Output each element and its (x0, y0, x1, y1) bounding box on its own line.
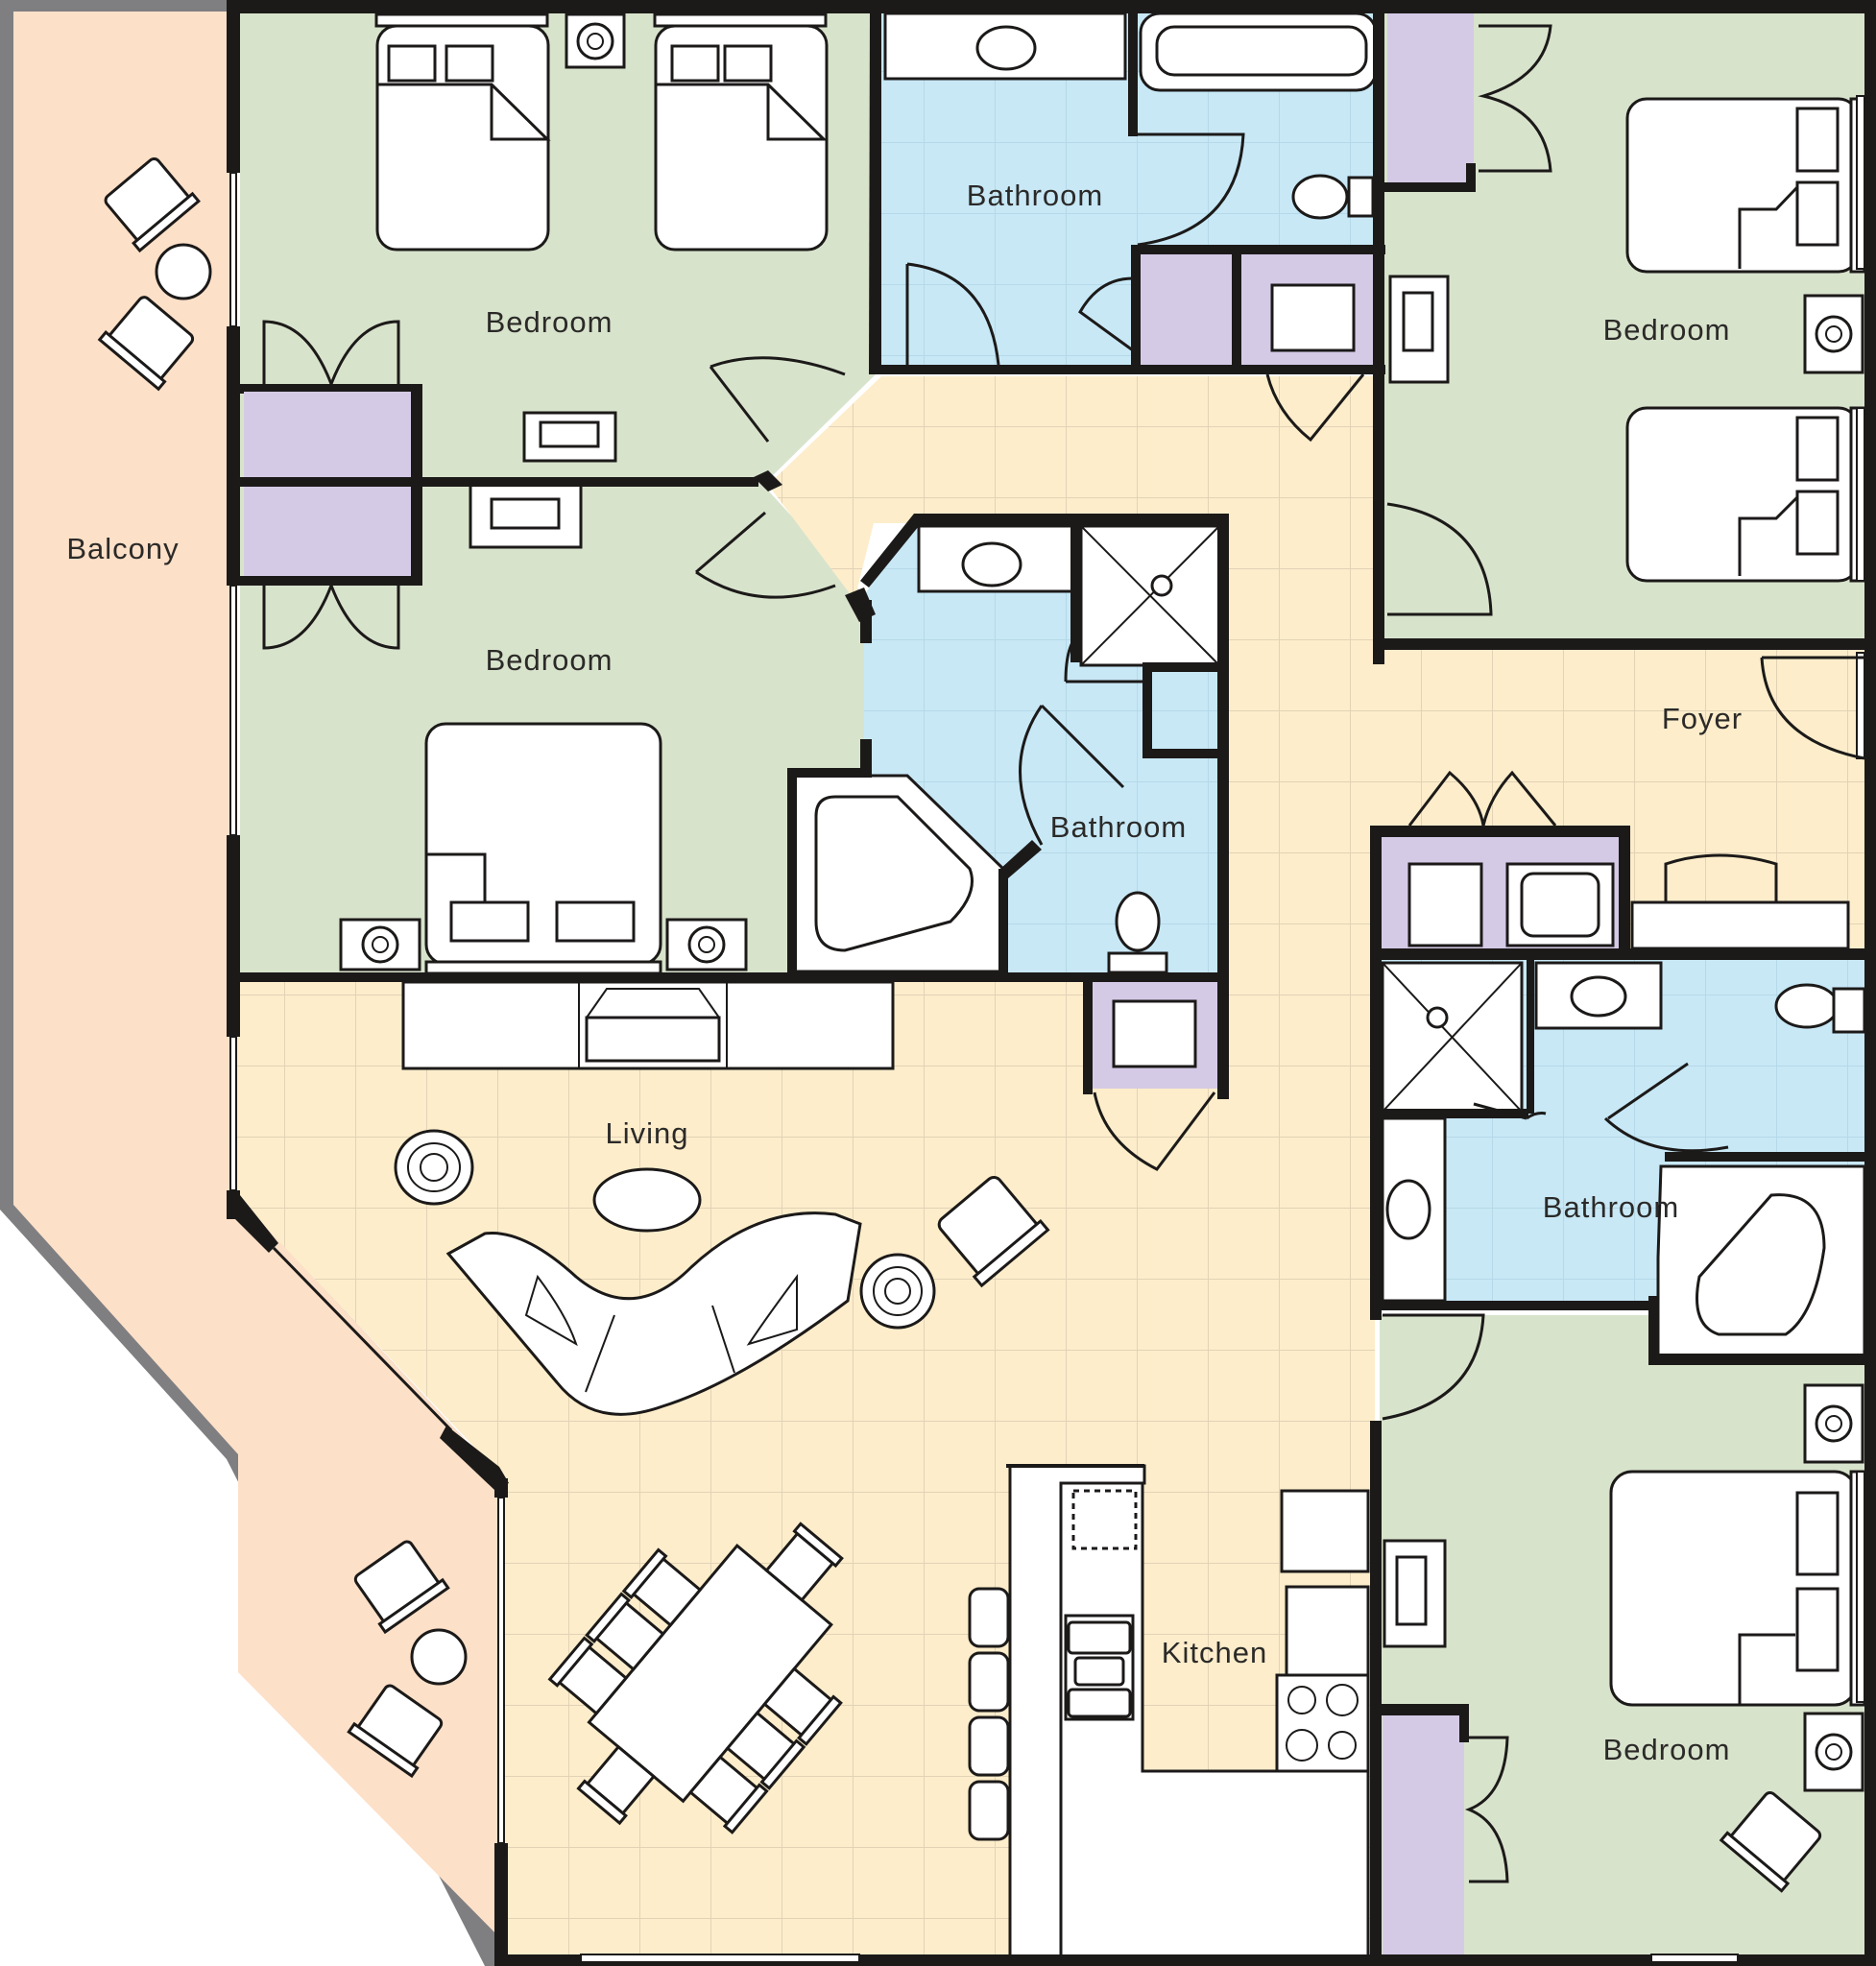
armchair (1719, 1791, 1822, 1893)
tv-dresser (1388, 275, 1450, 384)
balcony-chair (97, 296, 195, 392)
room-label-kitchen: Kitchen (1161, 1636, 1268, 1669)
nightstand-lamp (565, 12, 626, 69)
bed-queen (1625, 97, 1866, 274)
sectional-sofa (445, 1211, 862, 1416)
corner-tub (1656, 1164, 1866, 1360)
balcony-chair (353, 1540, 450, 1635)
refrigerator (1280, 1489, 1370, 1573)
room-label-bathroom-3: Bathroom (1542, 1190, 1680, 1224)
stove (1275, 1673, 1370, 1773)
water-heater (1270, 283, 1356, 352)
toilet (1774, 983, 1840, 1029)
bed-double (374, 12, 551, 252)
toilet (1291, 174, 1349, 220)
balcony-chair (104, 156, 201, 253)
sink (961, 541, 1022, 587)
toilet (1115, 891, 1161, 952)
closet-floor (1138, 254, 1234, 372)
nightstand-lamp (339, 918, 421, 971)
room-label-bedroom-1: Bedroom (485, 305, 613, 339)
room-label-bedroom-2: Bedroom (485, 643, 613, 677)
room-label-balcony: Balcony (66, 532, 180, 565)
end-table-lamp (859, 1253, 936, 1330)
armchair (937, 1175, 1050, 1288)
bar-stools (968, 1587, 1010, 1841)
water-heater (1112, 999, 1197, 1068)
room-label-foyer: Foyer (1661, 702, 1744, 735)
bed-king (1609, 1470, 1866, 1707)
nightstand-lamp (1803, 294, 1864, 374)
room-label-bedroom-4: Bedroom (1602, 1733, 1731, 1766)
closet-floor (1387, 12, 1474, 190)
room-label-bathroom-2: Bathroom (1049, 810, 1188, 844)
bed-double (653, 12, 829, 252)
room-label-living: Living (605, 1116, 689, 1150)
media-console (401, 980, 895, 1070)
foyer-console (1630, 900, 1850, 950)
sink-triple (1064, 1614, 1135, 1721)
balcony (0, 0, 501, 1966)
bed-king (424, 722, 662, 975)
balcony-table (410, 1628, 468, 1686)
end-table-lamp (394, 1129, 474, 1206)
dining-set (547, 1522, 844, 1834)
coffee-table (592, 1167, 702, 1233)
closet-floor (1383, 1714, 1464, 1958)
nightstand-lamp (665, 918, 748, 971)
bathtub (1139, 12, 1378, 92)
balcony-chair (347, 1684, 444, 1779)
sink (1570, 975, 1627, 1018)
balcony-floor (13, 12, 501, 1939)
bed-queen (1625, 406, 1866, 583)
balcony-table (155, 243, 212, 300)
tv-dresser (1383, 1539, 1447, 1648)
sink (1385, 1179, 1431, 1240)
nightstand-lamp (1803, 1383, 1864, 1464)
tv-dresser (522, 411, 617, 463)
nightstand-lamp (1803, 1712, 1864, 1792)
dishwasher (1071, 1489, 1138, 1550)
sink (975, 25, 1037, 71)
room-label-bedroom-3: Bedroom (1602, 313, 1731, 347)
washer (1407, 862, 1483, 947)
room-label-bathroom-1: Bathroom (966, 179, 1104, 212)
tv-dresser (469, 483, 583, 549)
